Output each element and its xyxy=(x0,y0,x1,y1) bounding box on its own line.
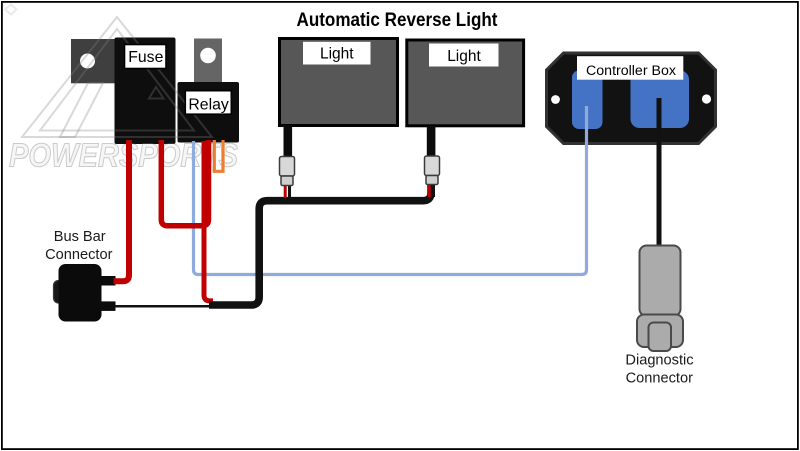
svg-text:POWERSPORTS: POWERSPORTS xyxy=(9,137,238,174)
svg-text:Diagnostic: Diagnostic xyxy=(625,352,693,368)
svg-text:Automatic Reverse Light: Automatic Reverse Light xyxy=(297,10,499,31)
svg-text:Connector: Connector xyxy=(626,370,693,386)
svg-text:Relay: Relay xyxy=(188,96,228,113)
svg-text:Bus Bar: Bus Bar xyxy=(54,229,106,245)
svg-text:Connector: Connector xyxy=(45,247,112,263)
svg-text:Light: Light xyxy=(320,46,354,63)
svg-text:Controller Box: Controller Box xyxy=(586,63,676,79)
svg-text:Light: Light xyxy=(447,48,481,65)
svg-text:Fuse: Fuse xyxy=(128,49,163,66)
